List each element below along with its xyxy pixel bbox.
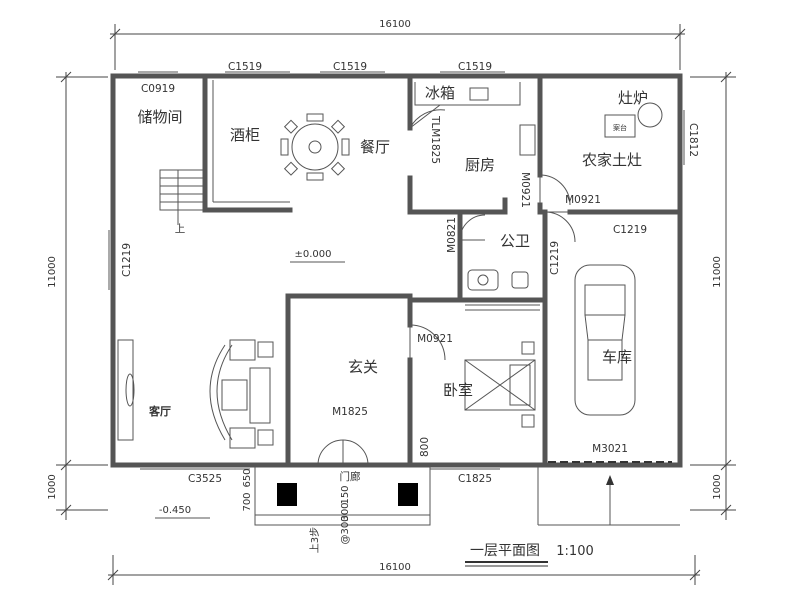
room-stove: 灶炉 (618, 89, 648, 107)
porch-label: 门廊 (340, 470, 361, 483)
plan-scale: 1:100 (556, 544, 593, 559)
dining-table (280, 113, 350, 181)
porch-dim-300: 300 (340, 502, 351, 521)
code-c3525: C3525 (188, 473, 222, 485)
room-bedroom: 卧室 (443, 381, 473, 399)
dimension-lines (56, 24, 736, 585)
kitchen-counter (414, 82, 536, 156)
dim-bottom: 16100 (379, 562, 411, 573)
dim-left-main: 11000 (47, 256, 58, 288)
code-c1519-c: C1519 (458, 61, 492, 73)
code-m0921-bed: M0921 (417, 333, 453, 345)
dim-top: 16100 (379, 19, 411, 30)
level-floor: ±0.000 (294, 249, 331, 260)
sofa-set (209, 339, 274, 449)
tv-cabinet (117, 339, 135, 441)
code-c1812: C1812 (687, 123, 699, 157)
bed (464, 341, 536, 428)
code-c1519-b: C1519 (333, 61, 367, 73)
porch (254, 464, 680, 526)
exterior-walls (108, 71, 685, 470)
room-dining: 餐厅 (360, 138, 390, 156)
porch-dim-650: 650 (242, 468, 253, 487)
dim-right-main: 11000 (712, 256, 723, 288)
code-c1219-right: C1219 (613, 224, 647, 236)
code-m0821: M0821 (446, 217, 458, 253)
level-outside: -0.450 (159, 505, 191, 516)
dim-right-porch: 1000 (712, 474, 723, 499)
bathroom-fixtures (460, 269, 540, 311)
code-m1825: M1825 (332, 406, 368, 418)
room-foyer: 玄关 (348, 358, 378, 376)
farm-stove (604, 102, 663, 138)
room-bathroom: 公卫 (500, 232, 530, 250)
porch-col-label: @300 (340, 515, 351, 544)
code-m0921-bath-top: M0921 (565, 194, 601, 206)
porch-dim-150: 150 (340, 485, 351, 504)
room-kitchen: 厨房 (465, 156, 495, 174)
porch-steps-label: 上3步 (309, 527, 321, 553)
code-c1219-bath: C1219 (549, 241, 561, 275)
door-swings (317, 104, 576, 466)
counter-label: 案台 (613, 123, 627, 132)
code-m0921-kitchen: M0921 (519, 172, 531, 208)
room-fridge: 冰箱 (425, 84, 455, 102)
interior-walls (202, 77, 683, 468)
dim-left-porch: 1000 (47, 474, 58, 499)
room-garage: 车库 (602, 348, 632, 366)
stair-up-label: 上 (175, 223, 186, 235)
code-c0919: C0919 (141, 83, 175, 95)
staircase (159, 169, 206, 225)
code-tlm1825: TLM1825 (429, 115, 441, 164)
room-farm-stove: 农家土灶 (582, 151, 642, 169)
room-wine-cabinet: 酒柜 (230, 126, 260, 144)
code-c1519-a: C1519 (228, 61, 262, 73)
room-storage: 储物间 (137, 108, 182, 126)
porch-dim-700: 700 (242, 492, 253, 511)
room-living: 客厅 (148, 404, 171, 418)
code-d800: 800 (419, 437, 431, 457)
plan-title: 一层平面图 (470, 543, 540, 559)
code-m3021: M3021 (592, 443, 628, 455)
code-c1825: C1825 (458, 473, 492, 485)
car (574, 264, 636, 416)
code-c1219-left: C1219 (121, 243, 133, 277)
